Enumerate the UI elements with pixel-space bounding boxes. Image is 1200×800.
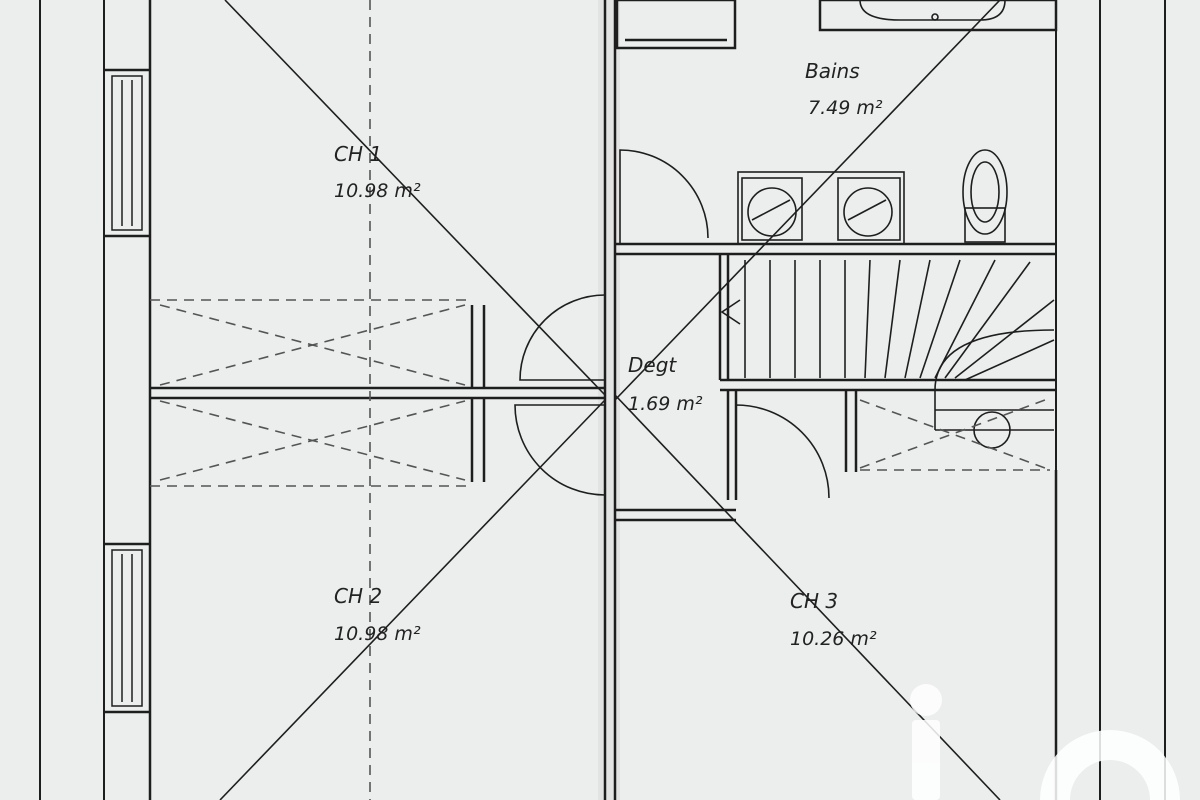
paper-fold-shade <box>598 0 620 800</box>
door-bathroom <box>619 149 709 244</box>
room-ch1-name: CH 1 <box>334 142 382 166</box>
window-top <box>111 75 143 231</box>
room-degt-area: 1.69 m² <box>628 393 703 415</box>
room-ch1-area: 10.98 m² <box>334 180 421 202</box>
door-ch2 <box>514 404 606 496</box>
outer-frame <box>39 0 1166 800</box>
door-ch3 <box>735 404 830 499</box>
room-ch2-name: CH 2 <box>334 584 382 608</box>
hallway-walls <box>615 254 1056 522</box>
room-bains-area: 7.49 m² <box>808 97 883 119</box>
left-exterior-wall <box>104 0 152 800</box>
room-bains-name: Bains <box>805 59 860 83</box>
room-ch3-area: 10.26 m² <box>790 628 877 650</box>
room-degt-name: Degt <box>628 353 677 377</box>
wall-ch1-ch2 <box>150 305 605 482</box>
bathroom-walls <box>615 0 1058 256</box>
window-bottom <box>111 549 143 707</box>
toilet <box>962 149 1008 243</box>
room-ch2-area: 10.98 m² <box>334 623 421 645</box>
staircase <box>720 259 1055 449</box>
door-ch1 <box>519 294 606 381</box>
bathtub <box>859 0 1006 21</box>
room-ch3-name: CH 3 <box>790 589 838 613</box>
closet-dashes <box>150 0 472 800</box>
double-sink <box>737 171 905 245</box>
watermark-logo <box>910 684 1180 800</box>
stair-closet-dashes <box>859 399 1050 471</box>
